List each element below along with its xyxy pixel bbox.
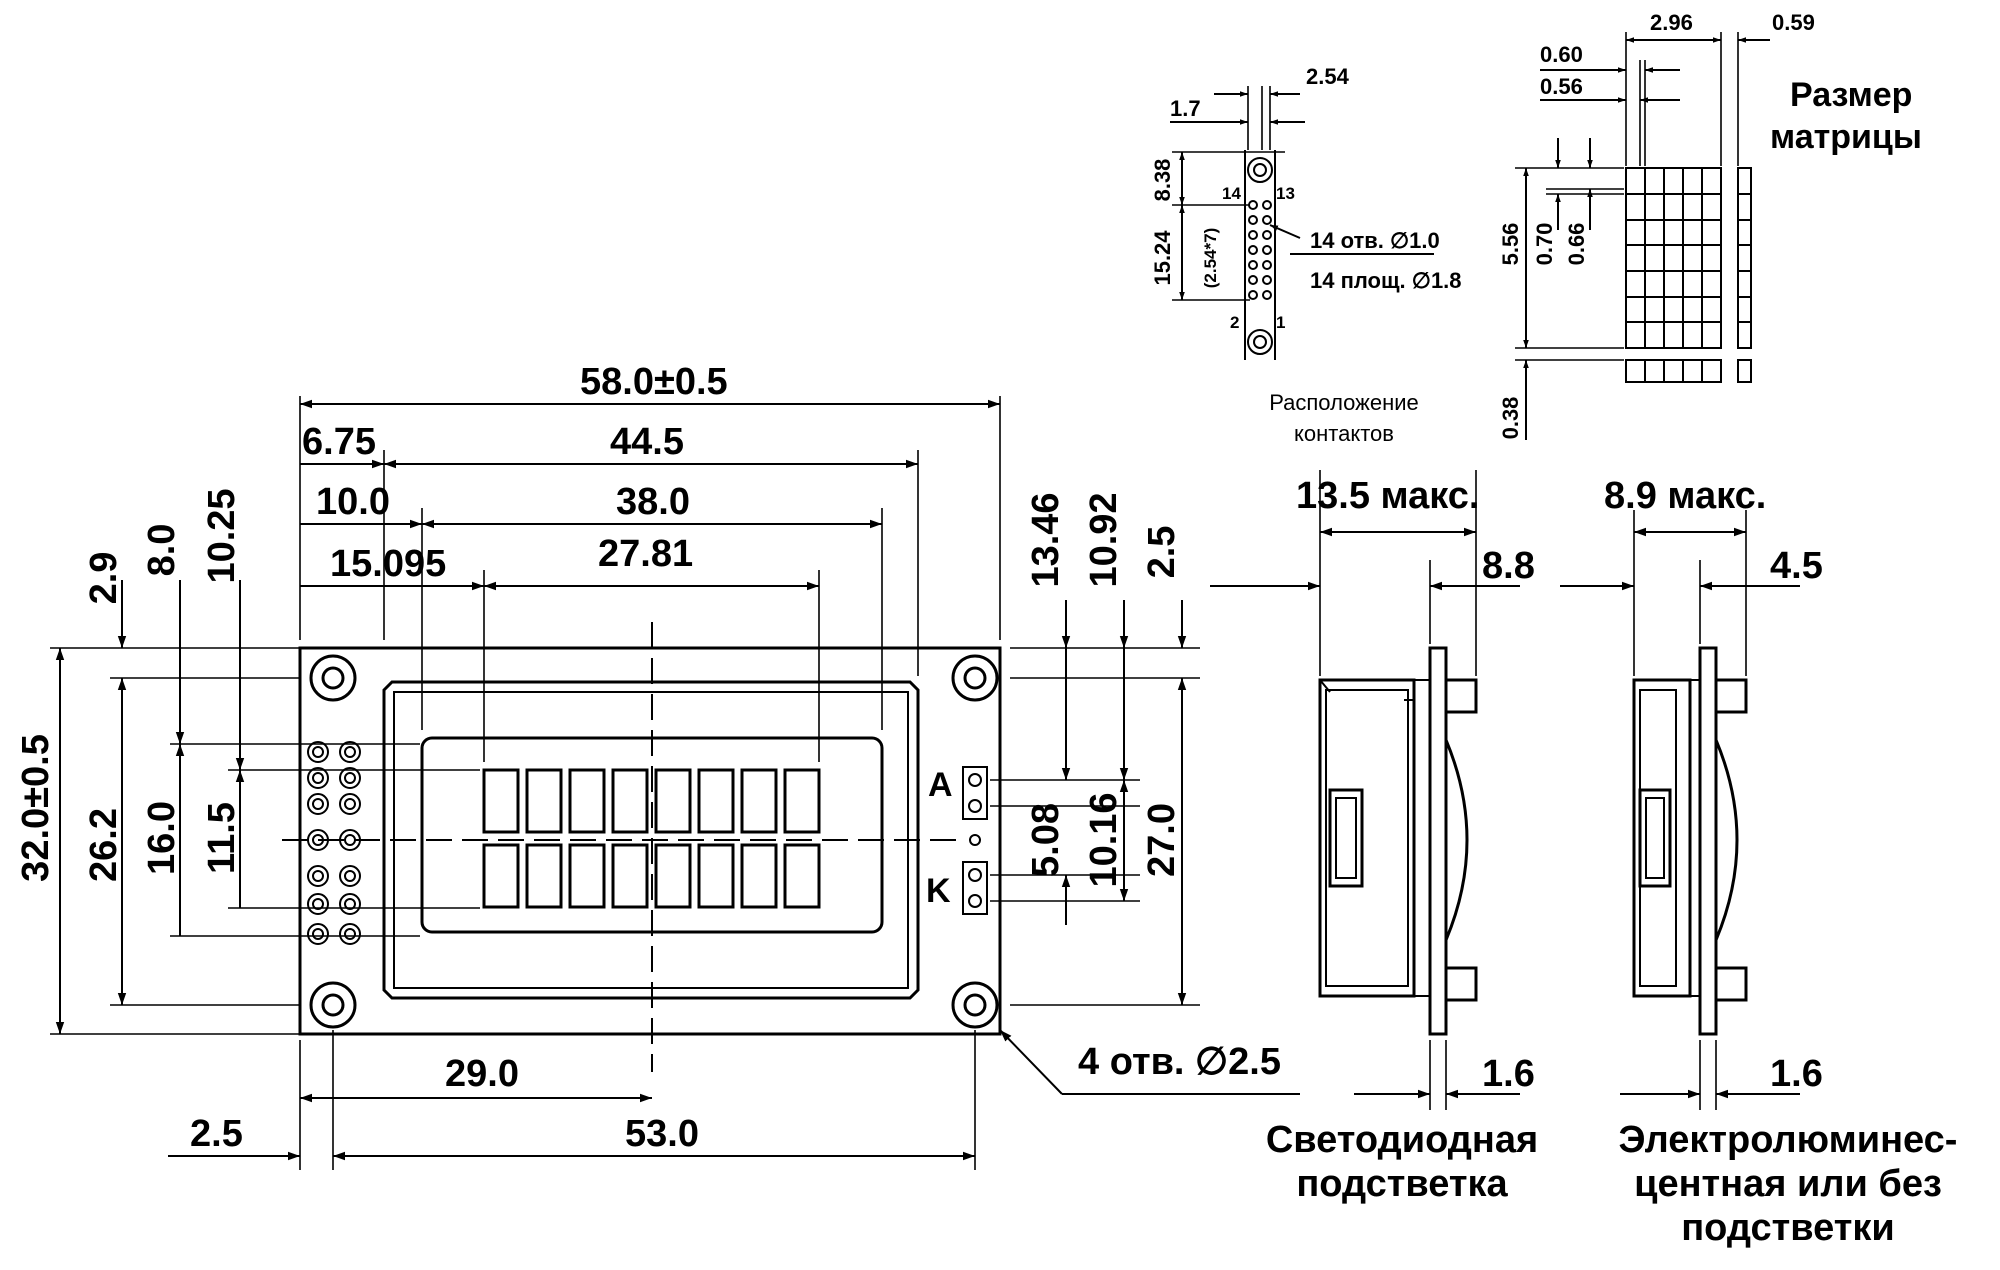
- dim-38-0: 38.0: [616, 481, 690, 523]
- pin-dim-8-38: 8.38: [1150, 159, 1175, 202]
- pin-a-label: A: [928, 766, 953, 804]
- dim-10-16: 10.16: [1083, 792, 1125, 887]
- char-cell: [525, 768, 563, 834]
- dim-27: 27.0: [1141, 803, 1183, 877]
- matrix-dim-2-96: 2.96: [1650, 10, 1693, 35]
- char-cell: [482, 768, 520, 834]
- matrix-dim-0-70: 0.70: [1532, 223, 1557, 266]
- char-cell: [783, 768, 821, 834]
- pin-pads-note: 14 площ. ∅1.8: [1310, 268, 1462, 293]
- bottom-dimensions: [168, 1030, 976, 1170]
- el-dim-4-5: 4.5: [1770, 545, 1823, 587]
- matrix-caption-2: матрицы: [1770, 118, 1922, 156]
- pin-holes-note: 14 отв. ∅1.0: [1310, 228, 1440, 253]
- char-cell: [611, 768, 649, 834]
- pin-14-label: 14: [1222, 184, 1241, 203]
- pin-dim-15-24: 15.24: [1150, 230, 1175, 286]
- dim-58: 58.0±0.5: [580, 361, 728, 403]
- bezel-outer: [382, 680, 920, 1000]
- top-dimensions: [299, 396, 1001, 762]
- el-caption-1: Электролюминес-: [1619, 1119, 1958, 1161]
- matrix-caption-1: Размер: [1790, 76, 1912, 114]
- char-cell: [740, 843, 778, 909]
- pin-holes: [1248, 200, 1272, 300]
- pin-13-label: 13: [1276, 184, 1295, 203]
- pin-layout-view: [1170, 86, 1434, 360]
- dim-16-0: 16.0: [141, 801, 183, 875]
- led-dim-8-8: 8.8: [1482, 545, 1535, 587]
- dim-5-08: 5.08: [1025, 803, 1067, 877]
- holes-note: 4 отв. ∅2.5: [1078, 1041, 1281, 1083]
- dim-11-5: 11.5: [201, 802, 243, 874]
- side-view-el: [1560, 510, 1800, 1110]
- matrix-dim-0-38: 0.38: [1498, 397, 1523, 440]
- left-dimensions: [50, 580, 480, 1035]
- el-caption-3: подстветки: [1681, 1207, 1895, 1249]
- pin-caption-1: Расположение: [1269, 390, 1419, 415]
- matrix-dim-0-56: 0.56: [1540, 74, 1583, 99]
- right-dimensions: [990, 600, 1200, 1006]
- pin-dim-2-54: 2.54: [1306, 64, 1350, 89]
- dim-13-46: 13.46: [1025, 492, 1067, 587]
- dim-8-0: 8.0: [141, 524, 183, 577]
- led-caption-1: Светодиодная: [1266, 1119, 1538, 1161]
- pin-dim-1-7: 1.7: [1170, 96, 1201, 121]
- dim-10-0: 10.0: [316, 481, 390, 523]
- pin-k-label: K: [926, 872, 951, 910]
- matrix-view: [1515, 32, 1770, 440]
- dim-15-095: 15.095: [330, 543, 446, 585]
- dim-2-5-right: 2.5: [1141, 526, 1183, 579]
- pin-dim-pitch: (2.54*7): [1201, 228, 1220, 288]
- dim-2-5-bottom: 2.5: [190, 1113, 243, 1155]
- el-dim-1-6: 1.6: [1770, 1053, 1823, 1095]
- dim-6-75: 6.75: [302, 421, 376, 463]
- led-dim-max: 13.5 макс.: [1296, 475, 1479, 517]
- el-dim-max: 8.9 макс.: [1604, 475, 1766, 517]
- dim-32: 32.0±0.5: [15, 734, 57, 882]
- pin-caption-2: контактов: [1294, 421, 1394, 446]
- side-view-led: [1210, 470, 1520, 1110]
- pin-2-label: 2: [1230, 313, 1239, 332]
- holes-leader: [999, 1029, 1063, 1095]
- dim-10-25: 10.25: [201, 488, 243, 583]
- char-cell: [568, 843, 606, 909]
- pin-1-label: 1: [1276, 313, 1285, 332]
- char-cell: [697, 768, 735, 834]
- led-caption-2: подстветка: [1296, 1163, 1508, 1205]
- char-cell: [611, 843, 649, 909]
- dim-29: 29.0: [445, 1053, 519, 1095]
- front-view: A K: [282, 622, 1002, 1072]
- char-cell: [654, 843, 692, 909]
- char-cell: [740, 768, 778, 834]
- dim-2-9: 2.9: [83, 552, 125, 605]
- matrix-dim-0-60: 0.60: [1540, 42, 1583, 67]
- backlight-pads: [962, 766, 988, 915]
- dim-53: 53.0: [625, 1113, 699, 1155]
- char-cell: [525, 843, 563, 909]
- matrix-grid: [1625, 167, 1752, 383]
- connector-pins: [307, 741, 361, 945]
- dim-10-92: 10.92: [1083, 492, 1125, 587]
- el-caption-2: центная или без: [1634, 1163, 1942, 1205]
- char-cell: [482, 843, 520, 909]
- matrix-dim-5-56: 5.56: [1498, 223, 1523, 266]
- matrix-dim-0-59: 0.59: [1772, 10, 1815, 35]
- char-cell: [654, 768, 692, 834]
- char-cell: [783, 843, 821, 909]
- led-dim-1-6: 1.6: [1482, 1053, 1535, 1095]
- dim-26-2: 26.2: [83, 808, 125, 882]
- dim-44-5: 44.5: [610, 421, 684, 463]
- mounting-holes: [309, 654, 999, 1029]
- character-cells: [482, 768, 821, 909]
- dim-27-81: 27.81: [598, 533, 693, 575]
- char-cell: [568, 768, 606, 834]
- matrix-dim-0-66: 0.66: [1564, 223, 1589, 266]
- char-cell: [697, 843, 735, 909]
